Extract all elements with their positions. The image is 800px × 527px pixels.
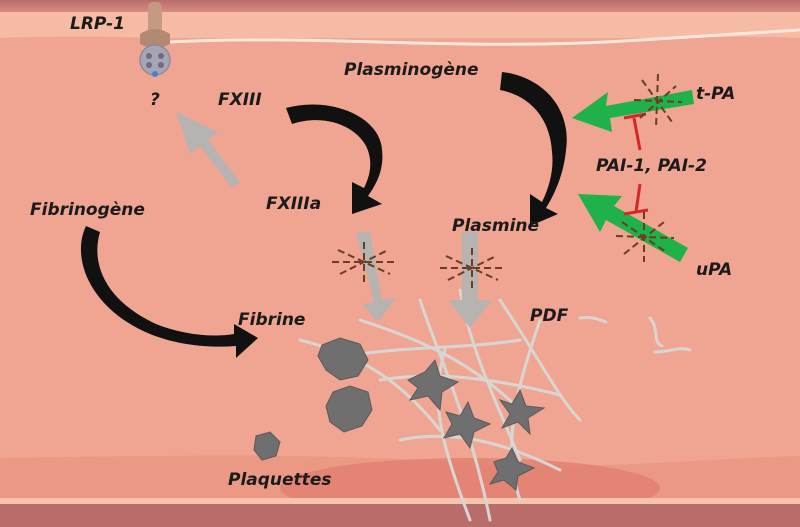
arrow-tpa	[572, 90, 694, 132]
label-plasmine: Plasmine	[452, 216, 540, 236]
blocked-cross-icon	[332, 73, 683, 288]
inhibit-upa-bar	[623, 208, 649, 216]
label-fibrinogene: Fibrinogène	[30, 200, 145, 220]
label-pdf: PDF	[530, 306, 569, 326]
arrow-upa	[578, 194, 688, 262]
arrow-to-receptor	[176, 112, 240, 188]
arrow-fibrinogene-to-fibrine	[80, 226, 258, 358]
label-lrp1: LRP-1	[70, 14, 125, 34]
vessel-wall-bottom	[0, 455, 800, 527]
label-plaquettes: Plaquettes	[228, 470, 332, 490]
cross-plasmine	[440, 248, 504, 288]
label-upa: uPA	[696, 260, 733, 280]
inhibit-upa-line	[634, 183, 642, 213]
conversion-arrows	[80, 72, 567, 358]
fibrin-network	[298, 288, 692, 522]
arrow-plasmine-down	[448, 232, 492, 328]
cross-tpa	[633, 73, 683, 129]
label-fibrine: Fibrine	[238, 310, 306, 330]
activator-arrows	[572, 90, 694, 262]
arrow-fxiii-to-fxiiia	[286, 104, 383, 214]
vessel-wall-top	[0, 0, 800, 60]
platelet-icon	[253, 337, 546, 491]
label-plasminogene: Plasminogène	[344, 60, 479, 80]
label-question: ?	[150, 90, 160, 110]
inhibit-tpa-line	[632, 117, 642, 151]
label-pai: PAI-1, PAI-2	[596, 156, 707, 176]
label-fxiiia: FXIIIa	[266, 194, 322, 214]
cross-upa	[615, 212, 675, 262]
label-fxiii: FXIII	[218, 90, 262, 110]
receptor-icon	[139, 2, 171, 77]
inhibition-lines	[623, 112, 649, 216]
cross-fxiiia	[332, 242, 396, 282]
inactive-arrows	[176, 112, 492, 328]
label-tpa: t-PA	[696, 84, 736, 104]
arrow-plasminogene-to-plasmine	[500, 72, 567, 226]
arrow-fxiiia-down	[356, 232, 396, 322]
